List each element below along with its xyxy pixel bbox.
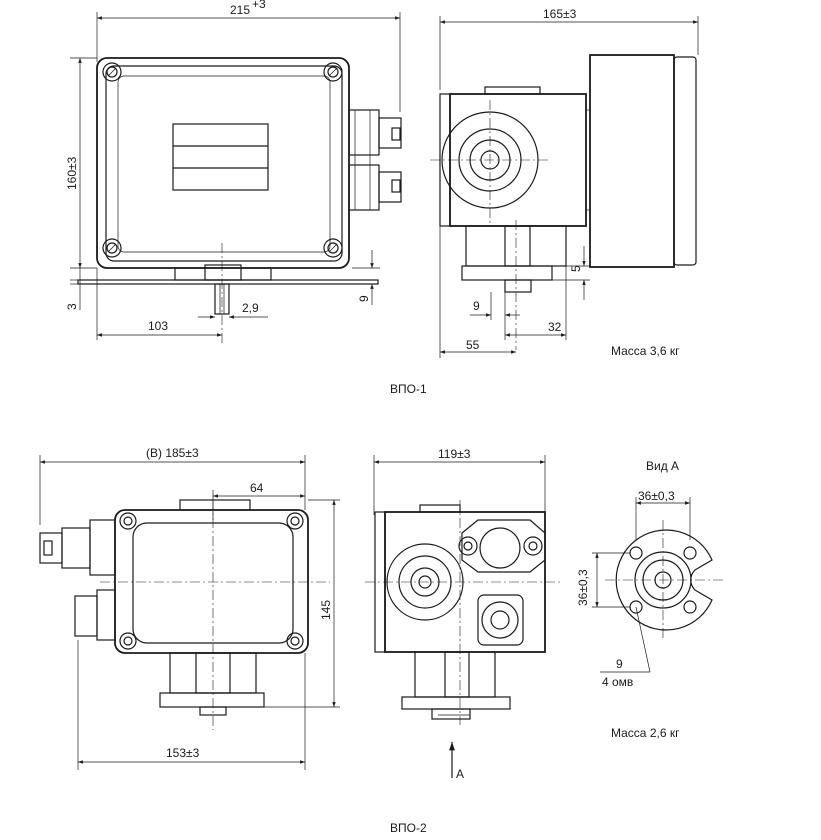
dim-vpo1-2-9: 2,9: [242, 301, 259, 315]
dim-vpo1-215-tol: +3: [252, 0, 266, 11]
dim-vpo1-55: 55: [466, 338, 480, 352]
vpo2-front-view: [39, 455, 340, 770]
corner-screw-icon: [119, 512, 304, 650]
dim-vpo1-103: 103: [148, 319, 168, 333]
dim-vpo2-36-v: 36±0,3: [576, 569, 590, 606]
dim-vpo2-119: 119±3: [438, 447, 471, 461]
dim-vpo1-215: 215: [230, 3, 250, 17]
vpo2-side-view: [365, 455, 560, 778]
dim-vpo2-36-h: 36±0,3: [638, 489, 675, 503]
dim-vpo1-3: 3: [65, 303, 79, 310]
dim-vpo2-145: 145: [319, 600, 333, 620]
dim-vpo2-64: 64: [250, 481, 264, 495]
vpo1-side-view: [430, 16, 699, 358]
dim-vpo1-9-side: 9: [357, 295, 371, 302]
dim-vpo2-hole-9: 9: [616, 657, 623, 671]
vpo2-title: ВПО-2: [390, 821, 427, 835]
dim-vpo1-165: 165±3: [543, 7, 577, 21]
dim-vpo1-32: 32: [548, 320, 562, 334]
dim-vpo1-5: 5: [569, 265, 583, 272]
vpo1-front-view: [70, 12, 402, 345]
arrow-label-a: А: [456, 767, 464, 781]
vpo1-title: ВПО-1: [390, 382, 427, 396]
view-a-title: Вид А: [646, 459, 679, 473]
vpo2-mass: Масса 2,6 кг: [611, 726, 680, 740]
dim-vpo1-9-bottom: 9: [473, 299, 480, 313]
dim-vpo2-hole-count: 4 омв: [602, 675, 633, 689]
corner-screw-icon: [102, 62, 343, 258]
dim-vpo2-153: 153±3: [166, 746, 200, 760]
dim-vpo2-185: (В) 185±3: [146, 446, 199, 460]
dim-vpo1-160: 160±3: [65, 156, 79, 190]
vpo1-mass: Масса 3,6 кг: [611, 344, 680, 358]
view-a-flange: [592, 497, 725, 673]
